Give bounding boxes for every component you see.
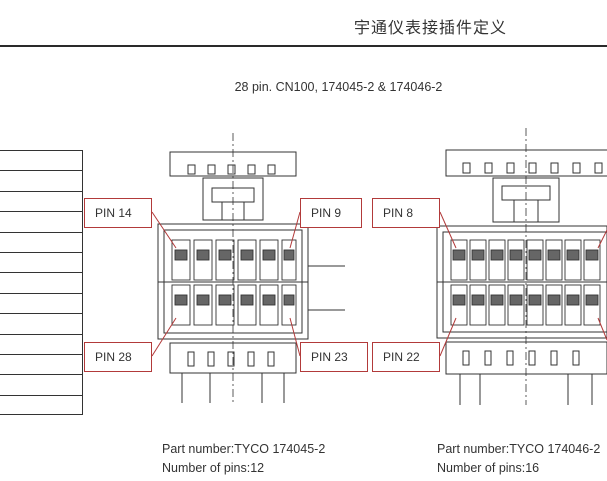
table-row xyxy=(0,374,83,395)
table-row xyxy=(0,333,83,354)
part-number-text: Part number:TYCO 174045-2 xyxy=(162,442,326,456)
table-row xyxy=(0,211,83,232)
table-row xyxy=(0,353,83,375)
diagram-subtitle: 28 pin. CN100, 174045-2 & 174046-2 xyxy=(234,80,443,94)
table-row xyxy=(0,313,83,334)
part-number-text: Part number:TYCO 174046-2 xyxy=(437,442,601,456)
connector-12pin-specs: Part number:TYCO 174045-2 Number of pins… xyxy=(162,440,325,478)
table-row xyxy=(0,231,83,252)
pin-count-text: Number of pins:12 xyxy=(162,461,265,475)
pin-14-label: PIN 14 xyxy=(84,198,152,228)
connector-16pin-drawing xyxy=(436,128,607,405)
table-row xyxy=(0,170,83,191)
pin-8-label: PIN 8 xyxy=(372,198,440,228)
table-row xyxy=(0,150,83,171)
table-row xyxy=(0,190,83,212)
pin-table xyxy=(0,150,83,416)
pin-leader-lines xyxy=(151,211,607,357)
header-rule xyxy=(0,45,607,47)
pin-count-text: Number of pins:16 xyxy=(437,461,540,475)
pin-22-label: PIN 22 xyxy=(372,342,440,372)
connector-12pin-drawing xyxy=(157,133,345,405)
table-row xyxy=(0,272,83,293)
page-header-title: 宇通仪表接插件定义 xyxy=(353,18,507,37)
pin-28-label: PIN 28 xyxy=(84,342,152,372)
connector-16pin-specs: Part number:TYCO 174046-2 Number of pins… xyxy=(437,440,600,478)
pin-9-label: PIN 9 xyxy=(300,198,362,228)
table-row xyxy=(0,292,83,314)
pin-23-label: PIN 23 xyxy=(300,342,368,372)
table-row xyxy=(0,251,83,273)
table-row xyxy=(0,394,83,416)
